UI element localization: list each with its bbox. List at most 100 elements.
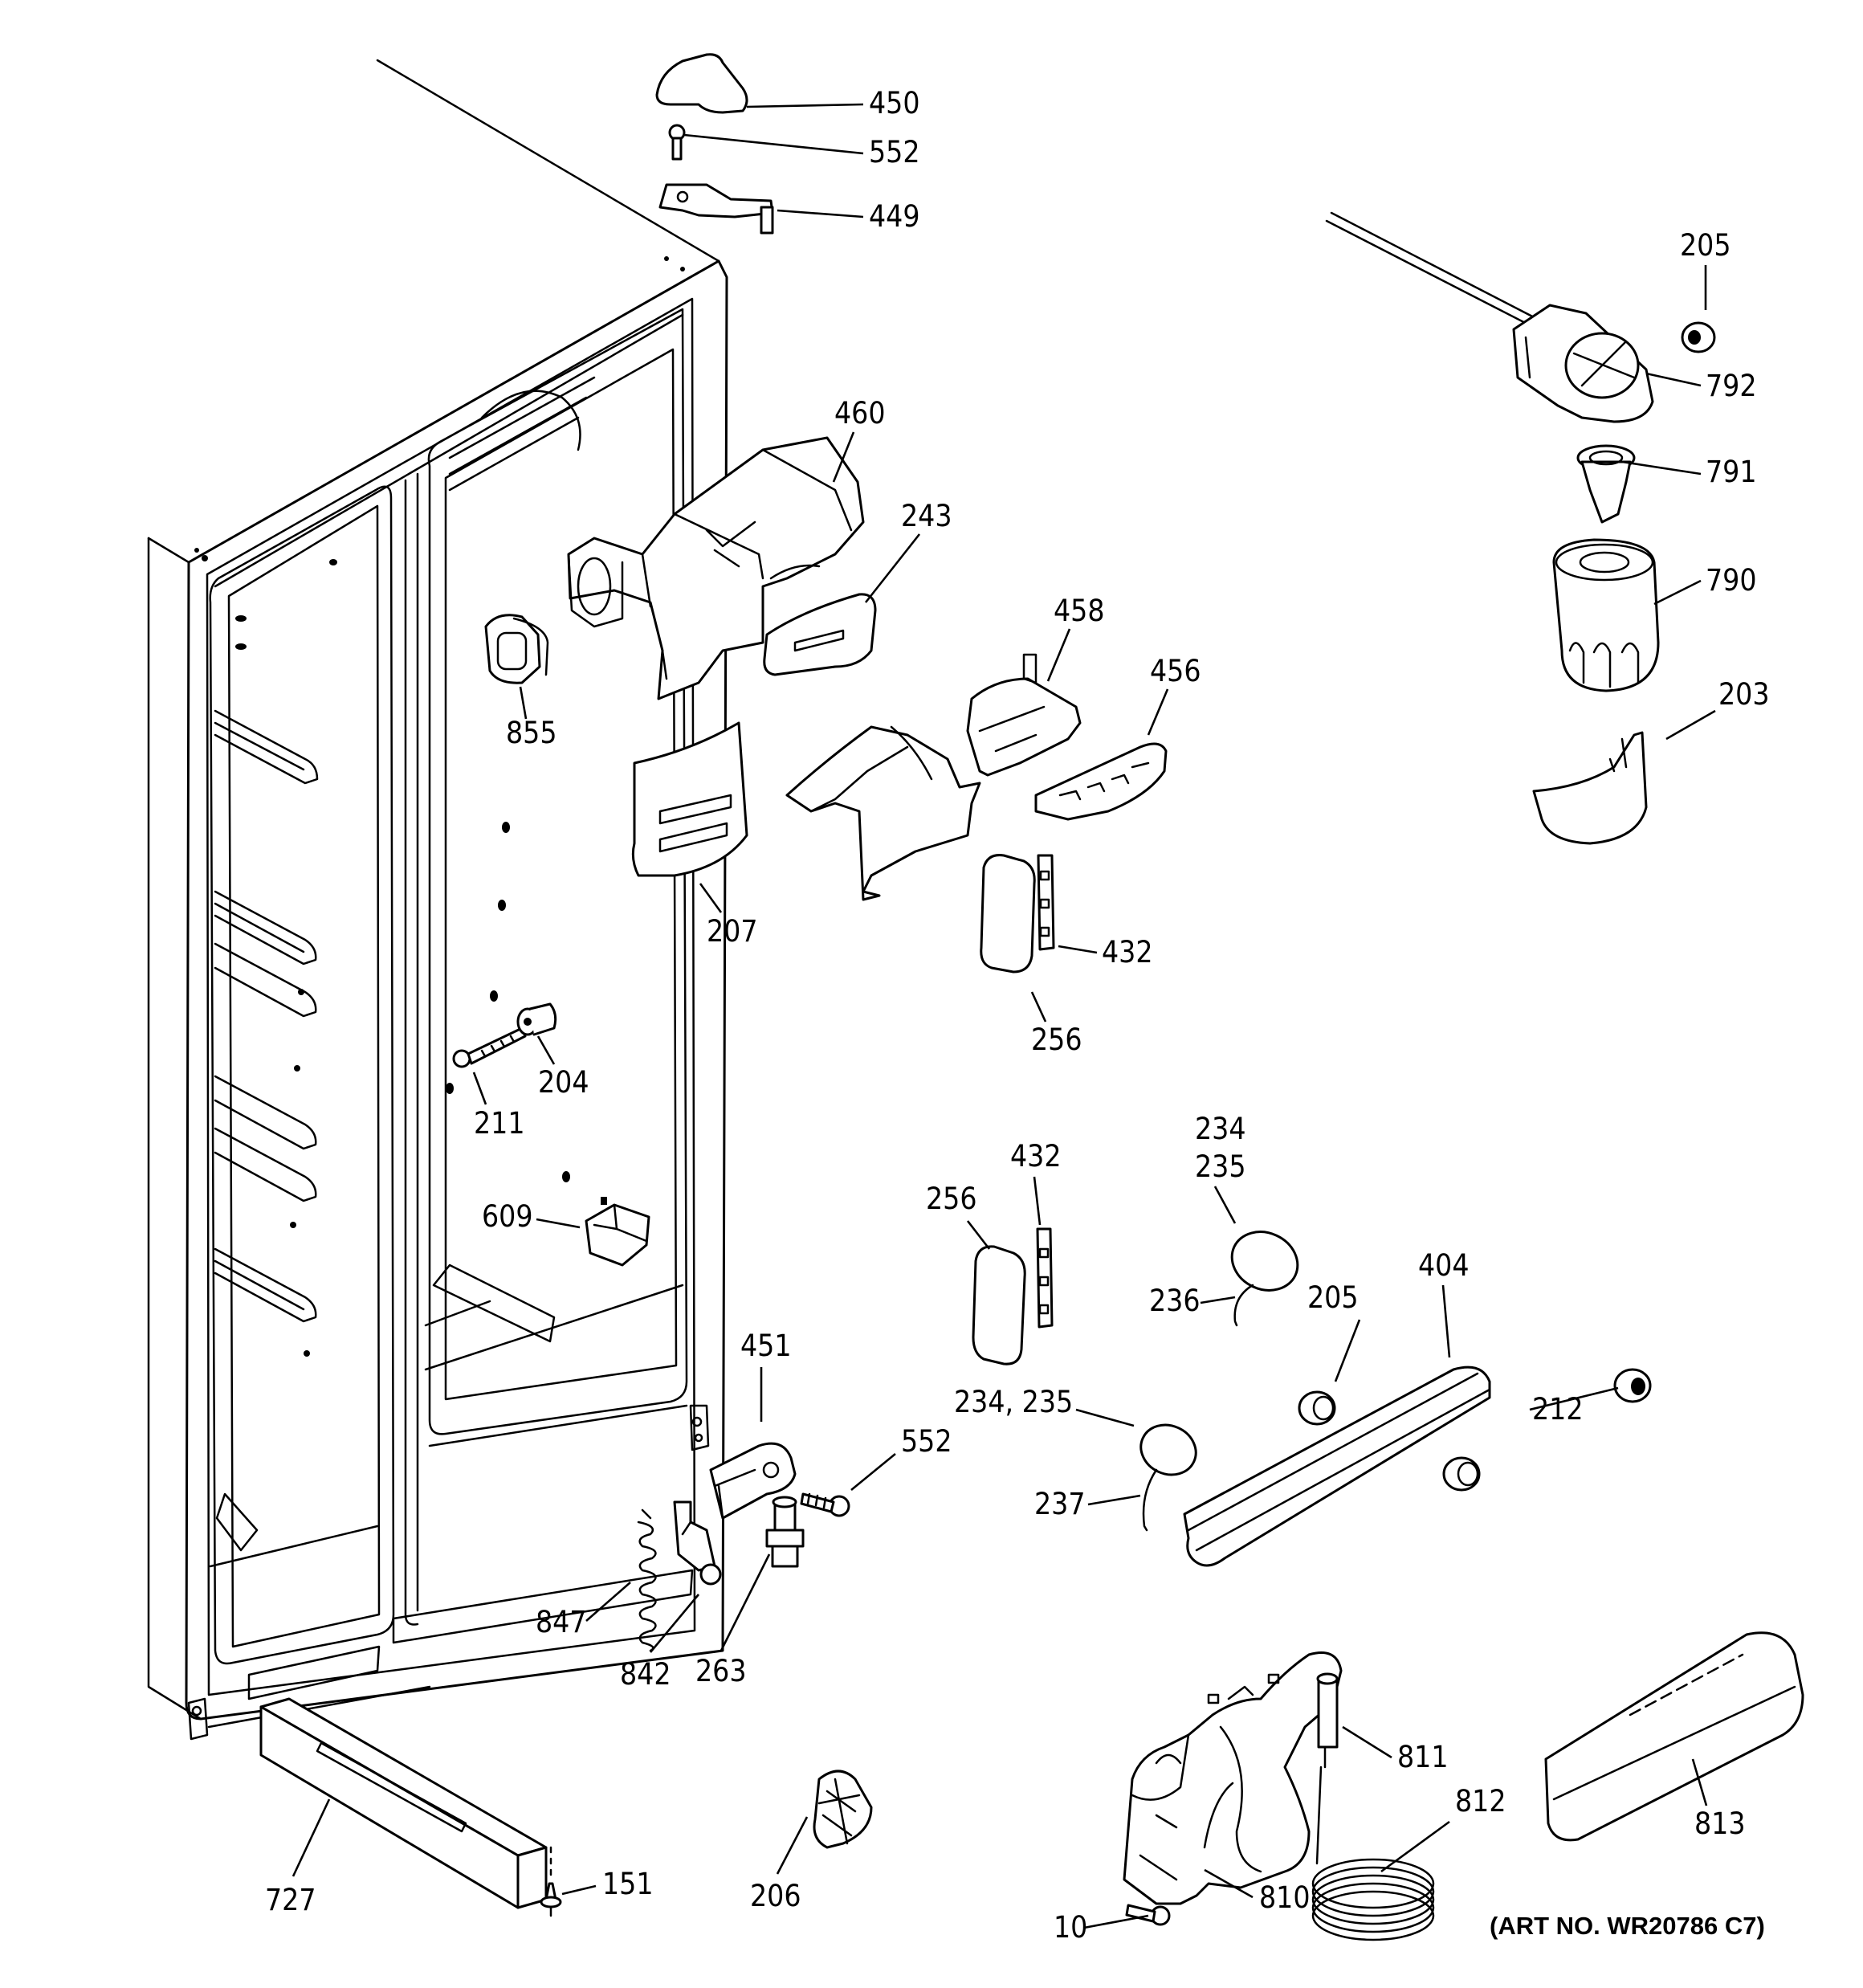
leader-811 (1342, 1725, 1392, 1759)
bushing-205-lower (1298, 1390, 1336, 1426)
leader-813 (1691, 1758, 1708, 1806)
leader-212 (1529, 1386, 1619, 1411)
label-211: 211 (474, 1106, 525, 1141)
sensor-lower (1139, 1423, 1197, 1532)
label-847: 847 (536, 1605, 587, 1639)
spacer-204 (516, 1002, 557, 1036)
label-460: 460 (834, 396, 886, 431)
bushing-205-top (1681, 321, 1716, 353)
art-number: (ART NO. WR20786 C7) (1490, 1912, 1765, 1940)
label-810: 810 (1259, 1880, 1311, 1915)
leader-458 (1046, 628, 1071, 682)
pin-263 (765, 1496, 805, 1568)
switch-609 (585, 1197, 650, 1267)
label-10: 10 (1054, 1910, 1087, 1945)
label-256b: 256 (926, 1182, 977, 1216)
callout-leaders (291, 103, 1716, 1929)
spring-847 (637, 1508, 657, 1652)
dispenser-housing (567, 436, 865, 700)
leader-203 (1665, 709, 1716, 741)
bushing-212-a (1613, 1368, 1652, 1403)
leader-256b (966, 1220, 991, 1250)
refrigerator-case (147, 59, 728, 1741)
label-263: 263 (695, 1654, 747, 1688)
callout-labels: 4505524492057927917902034602434584568552… (265, 86, 1770, 1945)
label-432a: 432 (1102, 935, 1153, 970)
light-lens-upper (980, 854, 1036, 974)
label-235a: 235 (1195, 1149, 1246, 1184)
leader-855 (519, 686, 528, 720)
label-792: 792 (1706, 369, 1757, 403)
dispenser-cover-left (631, 721, 748, 877)
leader-235a (1213, 1186, 1237, 1224)
leader-10 (1083, 1914, 1149, 1929)
leader-211 (472, 1072, 487, 1105)
leader-263 (720, 1553, 771, 1651)
leader-552b (850, 1452, 896, 1492)
coupler-791 (1576, 444, 1636, 524)
bolt-552 (800, 1492, 850, 1517)
label-855: 855 (506, 716, 557, 750)
water-tank-810 (1123, 1651, 1343, 1905)
sensor-upper (1230, 1231, 1299, 1327)
label-812: 812 (1455, 1784, 1506, 1819)
bushing-212-b (1442, 1456, 1481, 1492)
ice-crusher-tray (1034, 742, 1168, 821)
label-609: 609 (482, 1199, 533, 1234)
leader-151 (561, 1884, 597, 1896)
label-842: 842 (620, 1657, 671, 1692)
label-791: 791 (1706, 455, 1757, 489)
label-204: 204 (538, 1065, 589, 1100)
ice-chute-assembly (785, 725, 981, 901)
light-socket (484, 614, 549, 684)
leader-847 (585, 1582, 631, 1622)
leader-790 (1653, 579, 1702, 606)
top-hinge-screw (668, 124, 686, 161)
leader-237 (1087, 1494, 1141, 1506)
leader-456 (1147, 688, 1169, 736)
kickplate-727 (259, 1697, 548, 1909)
label-432b: 432 (1010, 1139, 1062, 1174)
light-lens-lower (972, 1245, 1026, 1365)
leader-842 (650, 1594, 699, 1653)
leader-460 (832, 431, 855, 483)
leader-727 (291, 1798, 331, 1877)
screw-10 (1125, 1904, 1171, 1926)
label-206: 206 (750, 1879, 801, 1913)
label-552a: 552 (869, 135, 920, 169)
leader-792 (1645, 372, 1702, 387)
label-237: 237 (1034, 1487, 1086, 1521)
leader-810 (1204, 1868, 1254, 1899)
leader-204 (536, 1035, 556, 1065)
leader-432a (1058, 945, 1098, 954)
leader-609 (536, 1218, 581, 1229)
leader-243 (864, 533, 921, 603)
label-151: 151 (602, 1867, 654, 1901)
label-212: 212 (1532, 1392, 1584, 1427)
cover-404 (1183, 1365, 1491, 1567)
leader-236 (1200, 1296, 1236, 1304)
top-hinge (658, 183, 774, 235)
auger-tube-792 (1325, 211, 1654, 423)
top-hinge-cover (655, 53, 748, 114)
cover-203 (1532, 731, 1648, 845)
leader-206 (776, 1816, 809, 1875)
leader-207 (699, 883, 723, 913)
label-813: 813 (1694, 1806, 1746, 1841)
leader-432b (1033, 1176, 1042, 1226)
label-790: 790 (1706, 563, 1757, 598)
label-552b: 552 (901, 1424, 952, 1459)
label-256a: 256 (1031, 1023, 1082, 1057)
leader-812 (1380, 1820, 1450, 1873)
label-205a: 205 (1680, 228, 1731, 263)
label-727: 727 (265, 1883, 316, 1917)
label-458: 458 (1054, 594, 1105, 628)
label-811: 811 (1397, 1740, 1449, 1774)
leader-205b (1334, 1319, 1361, 1382)
label-234_235: 234, 235 (954, 1385, 1073, 1419)
chute-door (966, 653, 1082, 777)
leader-449 (777, 209, 864, 218)
leader-791 (1621, 460, 1702, 476)
leader-256a (1030, 991, 1047, 1023)
